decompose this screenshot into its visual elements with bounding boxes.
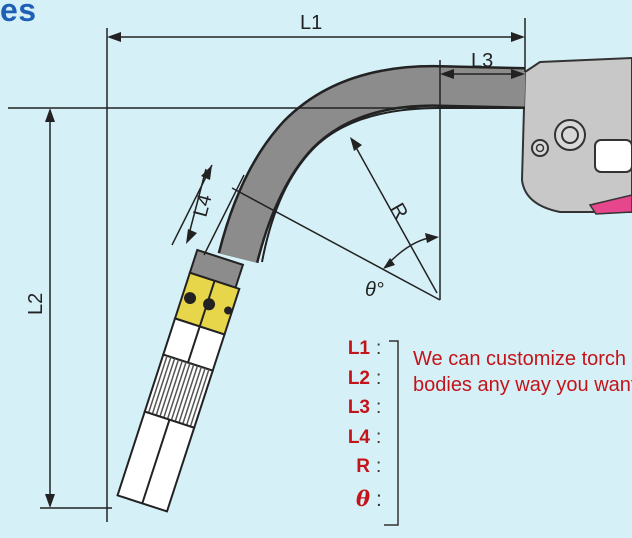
torch-nozzle xyxy=(116,248,245,513)
legend-bracket xyxy=(384,340,399,526)
legend-keys: L1: L2: L3: L4: R: θ: xyxy=(312,338,384,515)
l4-ext-a xyxy=(171,164,213,246)
label-l4: L4 xyxy=(190,192,217,219)
label-l1: L1 xyxy=(300,12,322,34)
label-l3: L3 xyxy=(471,50,493,72)
heading-fragment: es xyxy=(0,0,37,28)
trigger-strip xyxy=(588,194,632,215)
legend-key-l4: L4: xyxy=(347,426,382,448)
l4-ext-b xyxy=(203,174,245,256)
legend-key-l2: L2: xyxy=(347,367,382,389)
torch-neck xyxy=(217,64,526,264)
legend-key-l3: L3: xyxy=(347,397,382,418)
torch-handle xyxy=(520,56,632,215)
handle-window xyxy=(594,139,632,173)
legend-key-r: R: xyxy=(356,456,382,477)
handle-knob-inner xyxy=(561,126,579,144)
theta-line xyxy=(231,187,441,301)
label-l2: L2 xyxy=(25,293,47,315)
label-r: R xyxy=(386,200,412,224)
l4-line xyxy=(187,168,207,239)
legend-key-l1: L1: xyxy=(347,338,382,359)
arrowheads xyxy=(45,32,525,508)
dimension-legend: L1: L2: L3: L4: R: θ: We can customize t… xyxy=(312,338,632,533)
legend-key-theta: θ: xyxy=(355,485,382,511)
customize-note: We can customize torch bodies any way yo… xyxy=(413,348,632,396)
label-theta: θ° xyxy=(365,279,384,301)
r-line xyxy=(352,141,438,294)
